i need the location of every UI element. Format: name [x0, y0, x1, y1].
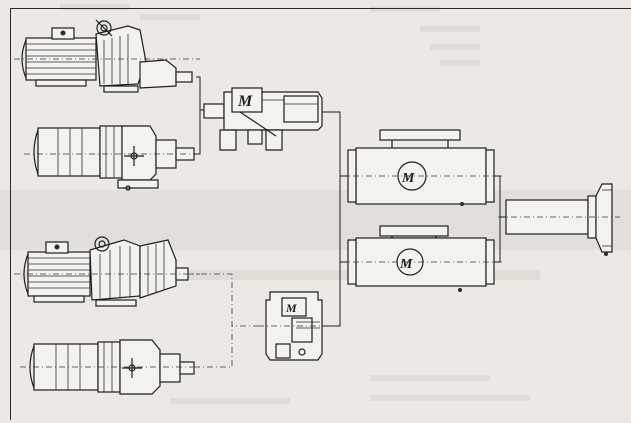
svg-text:M: M [401, 171, 415, 186]
variator-motor-icon [14, 19, 200, 93]
transverse-gearbox-icon: M [340, 225, 504, 292]
svg-text:M: M [399, 257, 413, 272]
worm-gearbox-icon: M [203, 87, 323, 151]
output-shaft-icon [498, 183, 620, 256]
svg-text:M: M [285, 301, 297, 315]
connector-lines [188, 76, 506, 368]
gear-motor-icon [20, 339, 200, 395]
diagram-frame [10, 8, 631, 420]
transverse-gearbox-icon: M [340, 129, 504, 206]
gear-motor-icon [24, 125, 200, 191]
variator-motor-icon [14, 236, 200, 307]
worm-gearbox-icon: M [258, 291, 330, 361]
svg-text:M: M [237, 93, 253, 110]
